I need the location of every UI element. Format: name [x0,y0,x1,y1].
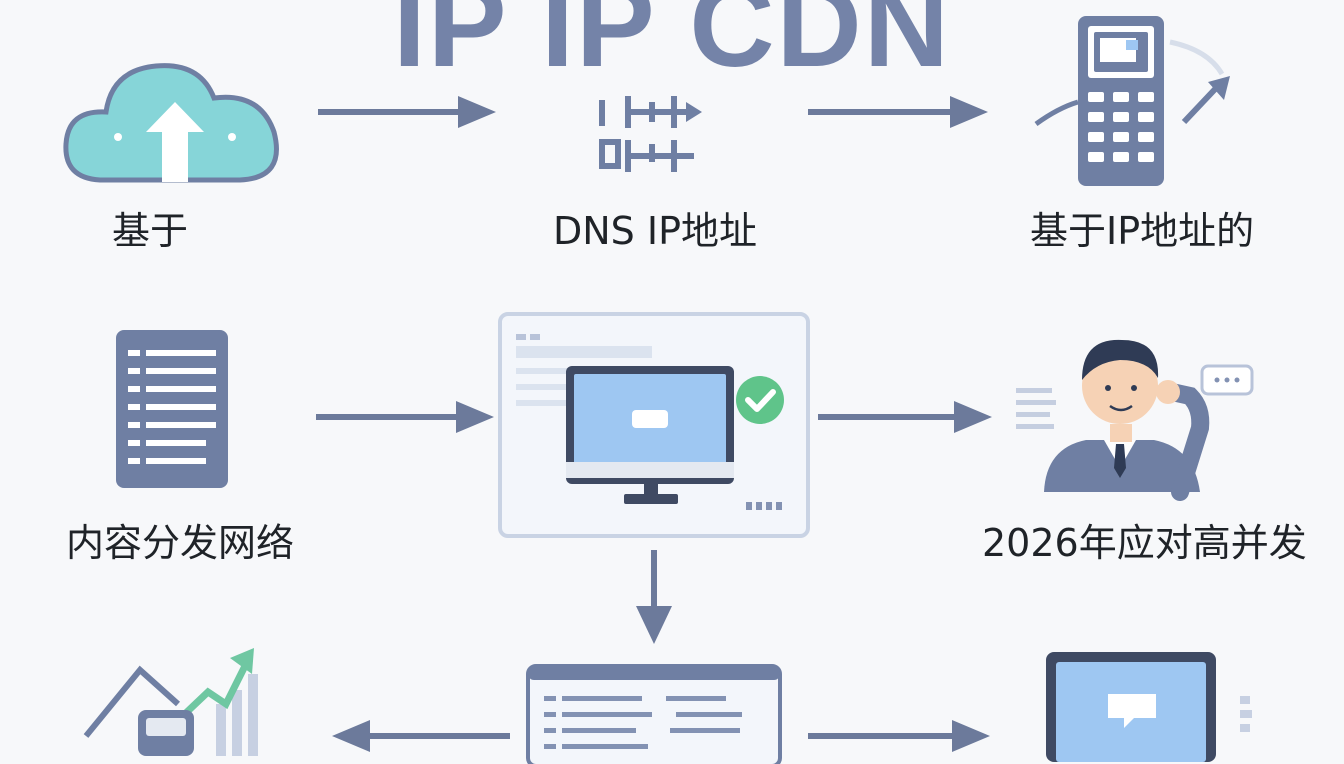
growth-chart-icon [83,648,258,756]
label-document: 内容分发网络 [66,521,295,565]
arrow-monitor-to-person [818,401,992,433]
list-panel-icon [526,664,782,764]
support-person-icon [1016,339,1254,501]
document-icon [116,330,228,488]
chat-monitor-icon [1046,652,1252,762]
dns-routing-icon [599,96,702,172]
arrow-monitor-down [636,550,672,644]
diagram-title: IP IP CDN [393,0,951,92]
arrow-list-to-chart [332,720,510,752]
arrow-list-to-screen [808,720,990,752]
monitor-check-icon [498,312,810,538]
cloud-upload-icon [63,63,279,183]
label-device: 基于IP地址的 [1030,209,1255,253]
arrow-dns-to-device [808,96,988,128]
arrow-cloud-to-dns [318,96,496,128]
label-dns: DNS IP地址 [553,209,758,253]
arrow-document-to-monitor [316,401,494,433]
label-person: 2026年应对高并发 [982,521,1307,565]
calculator-phone-icon [1034,16,1230,186]
label-cloud: 基于 [112,209,189,253]
